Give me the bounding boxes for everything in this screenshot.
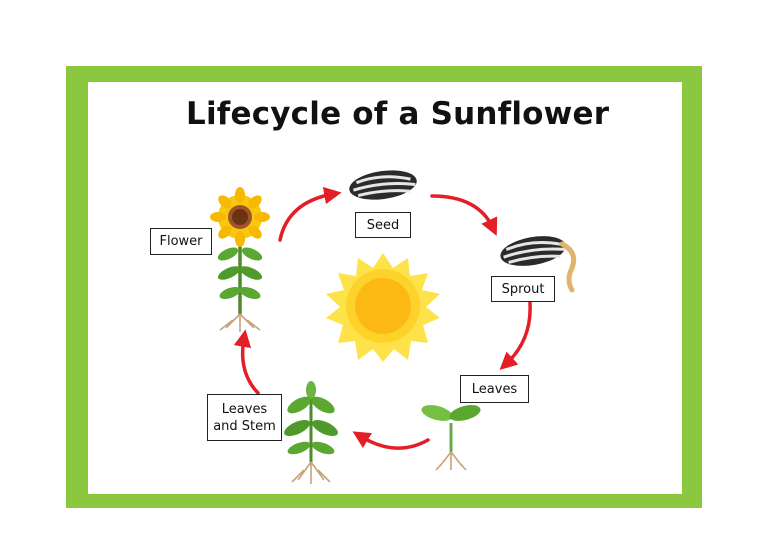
arrow-leaves-to-stem <box>352 431 430 450</box>
label-seed-text: Seed <box>366 217 400 233</box>
sun-icon <box>326 253 440 362</box>
label-leaves-text: Leaves <box>471 381 518 397</box>
arrow-flower-to-seed <box>278 186 342 242</box>
label-leaves: Leaves <box>460 375 529 403</box>
label-sprout: Sprout <box>491 276 555 302</box>
arrow-stem-to-flower <box>233 329 260 395</box>
arrow-seed-to-sprout <box>430 194 498 236</box>
seed-icon <box>349 170 417 200</box>
sprouting-seed-icon <box>500 236 577 293</box>
cycle-arrows <box>233 186 532 450</box>
label-leaves-and-stem-line1: Leaves <box>221 401 268 417</box>
young-plant-icon <box>284 381 338 484</box>
arrow-sprout-to-leaves <box>499 301 532 370</box>
label-leaves-and-stem-line2: and Stem <box>213 418 276 434</box>
label-sprout-text: Sprout <box>501 281 545 297</box>
sunflower-icon <box>210 187 270 332</box>
seedling-icon <box>421 405 481 471</box>
label-seed: Seed <box>355 212 411 238</box>
label-flower: Flower <box>150 228 212 255</box>
label-leaves-and-stem: Leaves and Stem <box>207 394 282 441</box>
label-flower-text: Flower <box>159 234 203 249</box>
poster-title: Lifecycle of a Sunflower <box>186 96 610 132</box>
